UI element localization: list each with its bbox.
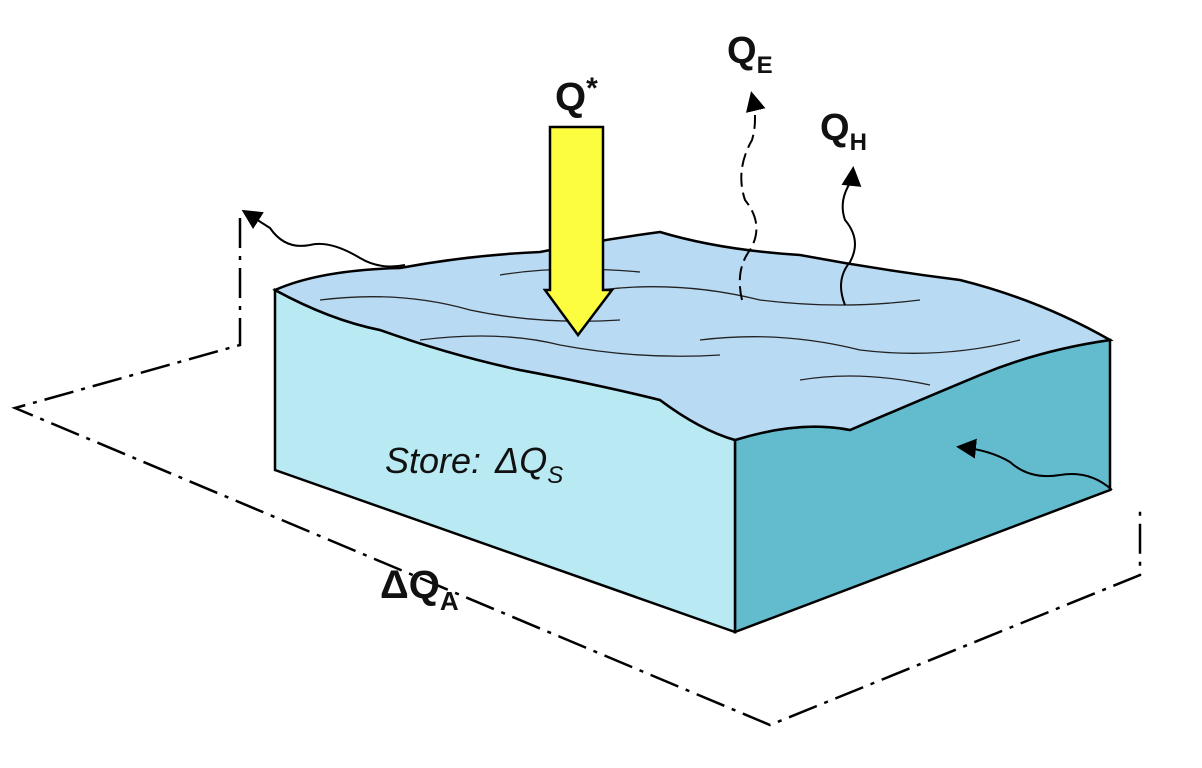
latent-heat-label: QE: [727, 30, 773, 79]
sensible-heat-arrow: [840, 166, 862, 306]
advection-out-arrow: [241, 209, 406, 268]
storage-label: Store:ΔQS: [385, 440, 563, 489]
net-radiation-label: Q*: [555, 72, 598, 119]
advection-in-arrow: [956, 438, 1113, 491]
latent-heat-arrow: [738, 91, 766, 301]
wave-lines: [319, 268, 1021, 386]
net-radiation-arrow: [542, 125, 615, 338]
advection-label: ΔQA: [380, 563, 459, 616]
advection-boundary: [11, 218, 1142, 727]
sensible-heat-label: QH: [820, 107, 867, 156]
